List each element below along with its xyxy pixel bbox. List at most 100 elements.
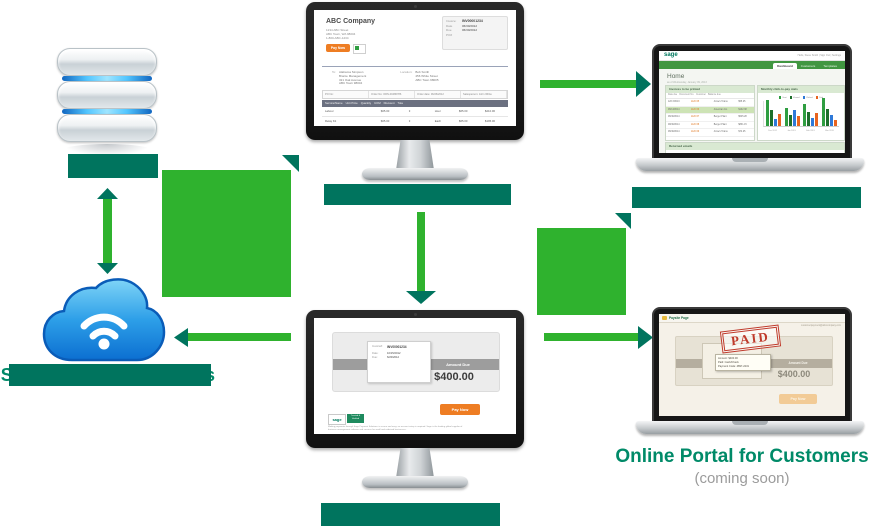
server-reflection — [63, 144, 151, 156]
bar — [815, 112, 819, 126]
invoicing-label: Invoicing in Sage 50 — [318, 183, 514, 205]
pay-now-button[interactable]: Pay Now — [440, 404, 480, 415]
bar-group — [765, 99, 781, 126]
portal-you-laptop: sage Hello, Steve Smith | Sign Out | Set… — [652, 44, 852, 160]
arrow-shaft — [417, 212, 425, 292]
payments-label: Payments by Customers — [318, 502, 512, 526]
legend-item: Clicked — [802, 96, 813, 99]
dashboard-heading: Home — [667, 73, 685, 80]
tab-customers[interactable]: Customers — [800, 64, 816, 68]
sage-logo: sage — [328, 414, 346, 425]
arrow-down-icon — [97, 263, 118, 274]
monitor-stand — [396, 448, 434, 478]
payments-label-redaction — [321, 503, 500, 526]
bar — [765, 99, 769, 126]
bar — [803, 104, 807, 126]
bar — [811, 117, 815, 126]
dashboard-topbar: sage Hello, Steve Smith | Sign Out | Set… — [659, 51, 845, 61]
panel-title: Monthly click-to-pay stats — [758, 86, 844, 93]
bar-group — [822, 98, 838, 126]
server-glow — [62, 109, 152, 114]
portal-you-label-redaction — [632, 187, 861, 208]
server-disk — [57, 114, 157, 142]
legend-item: Viewed — [789, 96, 800, 99]
trusted-verified-badge: Trusted & Verified — [347, 414, 364, 423]
user-session-links[interactable]: Hello, Steve Smith | Sign Out | Settings — [797, 54, 841, 57]
chart-bars — [763, 98, 839, 127]
bar — [784, 108, 788, 126]
tab-templates[interactable]: Templates — [823, 64, 837, 68]
arrow-left-icon — [174, 328, 188, 347]
bar — [826, 109, 830, 126]
cloud-label: Sage Payment Solutions — [0, 364, 216, 386]
bar — [822, 98, 826, 126]
pay-now-button[interactable]: Pay Now — [326, 44, 350, 52]
amount-due-label: Amount Due — [788, 361, 808, 365]
server-label-redaction — [68, 154, 158, 178]
to-label: To: — [332, 70, 337, 74]
paid-page: Paysite Page customerpayment@abccompany.… — [659, 314, 845, 416]
cloud-label-redaction — [9, 364, 211, 386]
arrow-up-icon — [97, 188, 118, 199]
monitor-stand — [396, 140, 434, 170]
cloud-wifi-icon — [42, 278, 166, 362]
portal-customers-label: Online Portal for Customers — [615, 446, 869, 467]
bar — [792, 110, 796, 126]
legend-item: Paid — [815, 96, 823, 99]
server-label: Sage 50 — [60, 154, 158, 178]
monitor-base — [362, 476, 468, 488]
server-disk — [57, 48, 157, 76]
panel-title: Invoices to be printed — [666, 86, 754, 93]
webcam-icon — [414, 313, 417, 316]
folder-icon — [662, 316, 667, 320]
webcam-icon — [414, 5, 417, 8]
bar — [834, 120, 838, 126]
paid-titlebar: Paysite Page — [659, 314, 845, 323]
arrow-shaft — [188, 333, 291, 341]
pay-now-button-disabled: Pay Now — [779, 394, 817, 404]
tab-dashboard[interactable]: Dashboard — [773, 63, 797, 69]
arrow-right-icon — [638, 326, 653, 349]
bar-group — [784, 108, 800, 126]
arrow-right-icon — [636, 71, 651, 97]
laptop-base — [636, 421, 864, 434]
portal-you-label: Online Portal for You — [620, 186, 868, 208]
paid-screen: Paysite Page customerpayment@abccompany.… — [659, 314, 845, 416]
bar — [773, 118, 777, 126]
monitor-base — [362, 168, 468, 180]
arrow-down-icon — [406, 291, 436, 304]
arrow-shaft — [544, 333, 638, 341]
legend-item: Sent — [778, 96, 787, 99]
laptop-base — [636, 158, 864, 171]
amount-due-label: Amount Due — [446, 362, 470, 367]
returned-emails-panel: Returned emails — [665, 142, 845, 153]
paid-title-text: Paysite Page — [669, 316, 689, 320]
bar — [769, 110, 773, 126]
bar — [777, 114, 781, 126]
sage-trust-badge: sage Trusted & Verified — [328, 414, 364, 425]
location-label: Location: — [400, 70, 413, 74]
customer-email: customerpayment@abccompany.com — [801, 324, 841, 327]
dashboard-subheading: as of Wednesday, January 09, 2013 — [667, 81, 707, 84]
server-icon — [57, 48, 157, 156]
